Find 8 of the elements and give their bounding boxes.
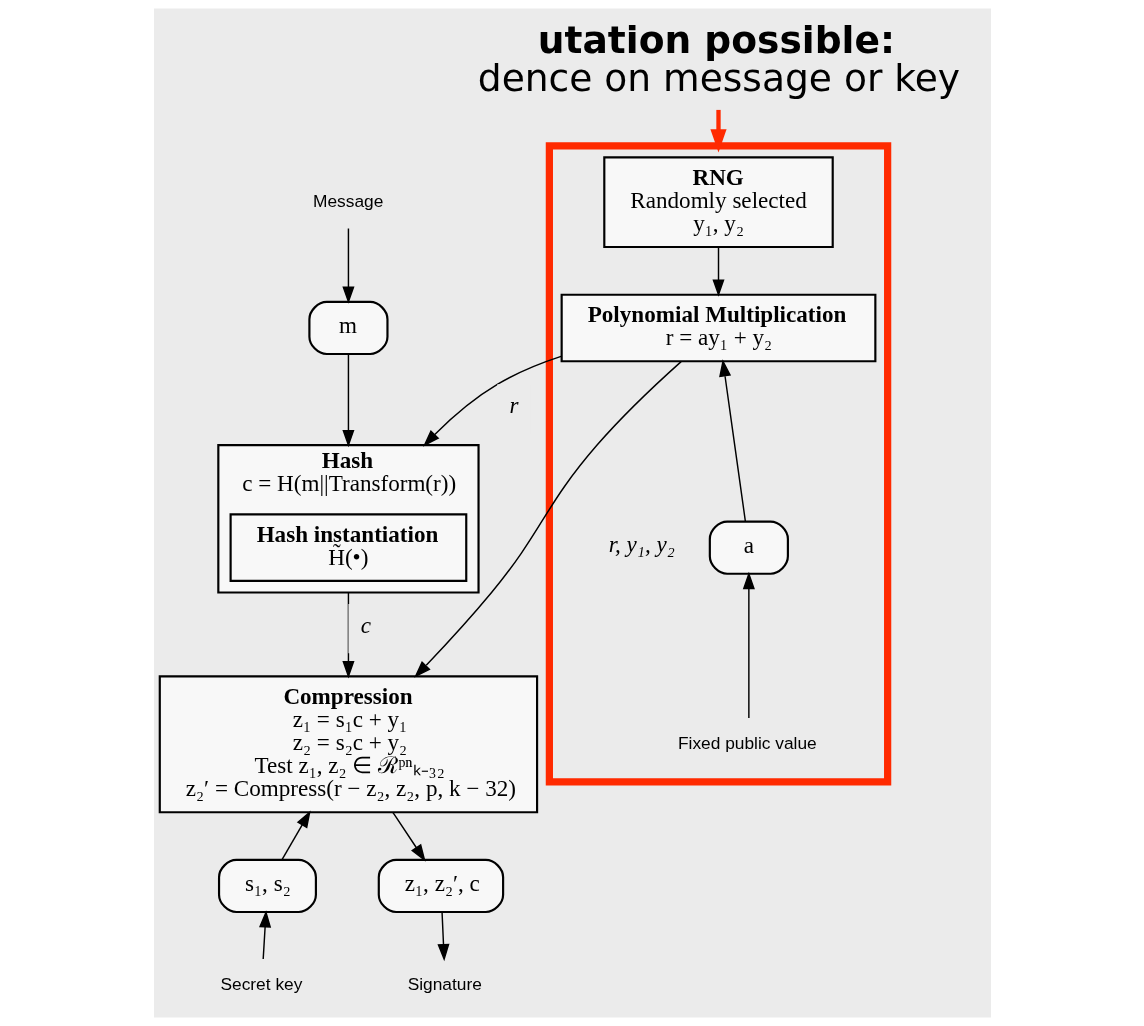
node-text: utation possible: dence on message or key <box>477 18 960 100</box>
node-text: Secret key <box>220 974 302 995</box>
edge-label: c <box>360 611 371 638</box>
edge-label: r, y₁, y₂ <box>608 530 675 557</box>
edge-label: r <box>509 391 519 418</box>
node-text: Fixed public value <box>677 732 817 753</box>
node-text: Signature <box>407 974 482 995</box>
node-text: Message <box>312 190 383 211</box>
